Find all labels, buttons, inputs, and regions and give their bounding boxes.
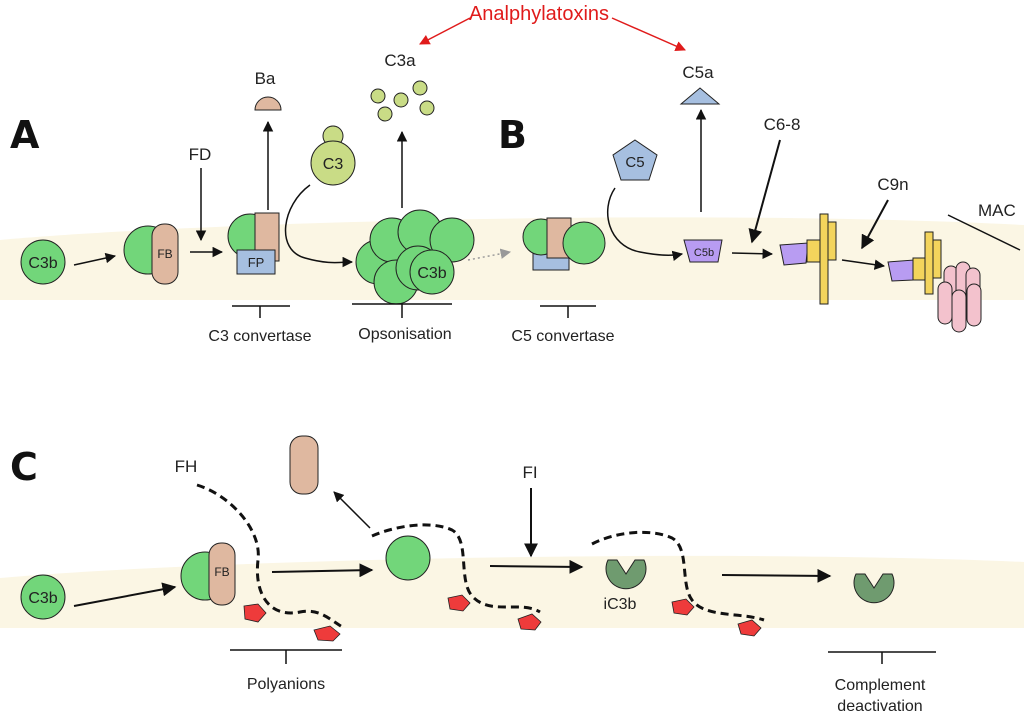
opsonisation-cluster: C3b — [355, 209, 475, 305]
c3b-fb-complex-bottom: FB — [180, 542, 236, 606]
svg-text:FB: FB — [157, 247, 172, 261]
c5-convertase-complex — [522, 217, 606, 271]
anaphylatoxins-label: Analphylatoxins — [469, 3, 609, 25]
c6-8-arrow — [748, 139, 781, 244]
c5b-8-complex — [779, 213, 837, 305]
c5a-fragment — [679, 87, 721, 105]
svg-text:FP: FP — [248, 255, 265, 270]
opsonisation-bracket — [352, 303, 452, 318]
c3b-molecule-bottom: C3b — [20, 574, 66, 620]
anaphylatoxin-arrow-c3a — [419, 17, 471, 45]
polyanions-label: Polyanions — [247, 676, 325, 693]
c3-convertase-label: C3 convertase — [208, 328, 311, 345]
panel-label-c: C — [10, 445, 38, 489]
arrow-c5-cleavage — [606, 187, 684, 261]
polyanions-bracket — [230, 649, 342, 664]
svg-text:C3: C3 — [323, 156, 344, 173]
svg-text:FB: FB — [214, 565, 229, 579]
anaphylatoxin-arrow-c5a — [611, 17, 686, 52]
panel-label-b: B — [498, 113, 527, 157]
fd-label: FD — [189, 145, 212, 164]
c5-convertase-bracket — [540, 305, 596, 318]
c3a-fragments — [370, 80, 435, 122]
c3b-molecule: C3b — [20, 239, 66, 285]
opsonisation-label: Opsonisation — [358, 326, 451, 343]
polyanions — [243, 594, 762, 642]
svg-text:C5b: C5b — [694, 247, 714, 259]
c3a-label: C3a — [384, 51, 416, 70]
fh-chain-1 — [196, 483, 345, 630]
arrow-fb-displacement — [271, 563, 374, 578]
c6-8-label: C6-8 — [764, 115, 801, 134]
fi-label: FI — [522, 463, 537, 482]
c3b-molecule-middle — [385, 535, 431, 581]
c3b-fb-complex: FB — [123, 223, 179, 285]
c5-convertase-label: C5 convertase — [511, 328, 614, 345]
fh-label: FH — [175, 457, 198, 476]
mac-label: MAC — [978, 201, 1016, 220]
arrow-ic3b-to-deactivation — [721, 568, 832, 583]
arrow-opsonisation-to-c5 — [467, 248, 512, 261]
complement-label: Complement — [835, 677, 926, 694]
arrow-c3b-to-fb-bottom — [73, 582, 177, 607]
complement-deactivation-bracket — [828, 651, 936, 664]
arrow-c5b8-to-mac — [841, 259, 886, 270]
fb-released — [289, 435, 319, 495]
arrow-c5b-to-c5b8 — [731, 248, 774, 260]
c5-molecule: C5 — [612, 139, 658, 181]
arrow-fb-release — [333, 491, 371, 529]
c5b-molecule: C5b — [683, 239, 723, 263]
mac-complex — [887, 231, 982, 333]
arrow-c3-cleavage — [284, 184, 354, 268]
panel-label-a: A — [10, 113, 40, 157]
c5a-label: C5a — [682, 63, 714, 82]
svg-text:C3b: C3b — [417, 265, 446, 282]
ic3b-label: iC3b — [604, 596, 637, 613]
c9n-label: C9n — [877, 175, 908, 194]
ic3b-deactivated — [853, 573, 895, 604]
c9n-arrow — [861, 199, 889, 250]
mac-pointer-line — [947, 214, 1021, 251]
arrow-c3b-to-ic3b — [489, 559, 584, 574]
ba-fragment — [254, 96, 282, 111]
svg-text:C5: C5 — [625, 154, 644, 171]
svg-text:C3b: C3b — [28, 590, 57, 607]
svg-text:C3b: C3b — [28, 255, 57, 272]
ba-label: Ba — [255, 69, 276, 88]
fh-chain-2 — [371, 523, 541, 614]
deactivation-label: deactivation — [837, 698, 922, 715]
c3-convertase-bracket — [232, 305, 290, 318]
ic3b-molecule — [605, 559, 647, 590]
c3-convertase-complex: FP — [227, 212, 280, 275]
fh-chain-3 — [591, 530, 765, 622]
c3-molecule: C3 — [310, 125, 356, 186]
